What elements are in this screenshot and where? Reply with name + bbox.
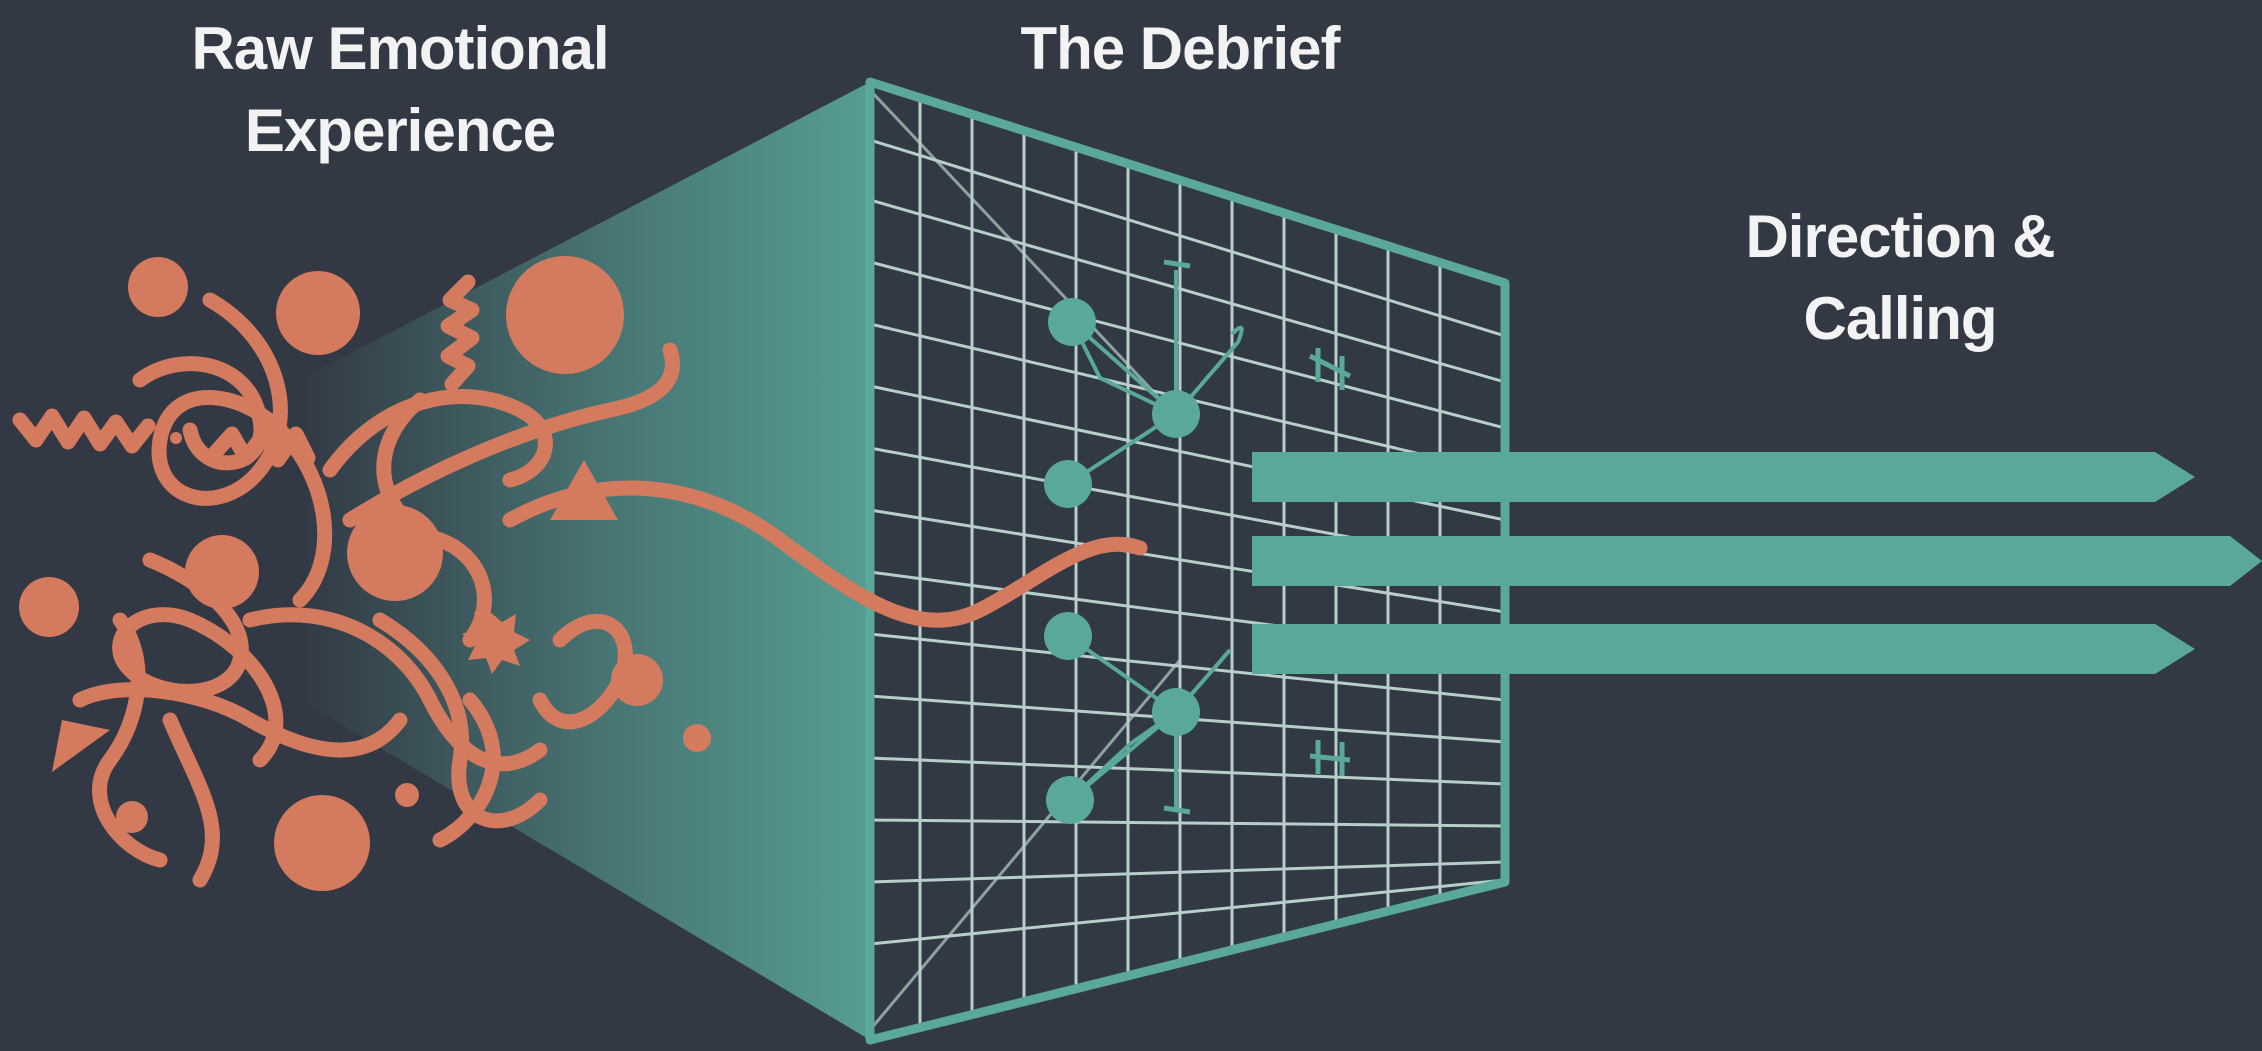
label-the-debrief: The Debrief	[880, 8, 1480, 90]
label-direction-calling: Direction & Calling	[1600, 196, 2200, 360]
label-raw-emotional-experience: Raw Emotional Experience	[100, 8, 700, 172]
grid-node	[1152, 390, 1200, 438]
chaos-line	[322, 389, 553, 488]
direction-arrow-top	[1252, 452, 2195, 502]
chaos-circle	[170, 432, 182, 444]
chaos-line	[376, 392, 492, 648]
grid-node	[1044, 612, 1092, 660]
chaos-line	[72, 682, 408, 758]
grid-ticks	[1163, 259, 1352, 815]
chaos-circle	[274, 795, 370, 891]
grid-node	[1044, 460, 1092, 508]
chaos-circle	[683, 724, 711, 752]
label-direction-line2: Calling	[1803, 285, 1997, 352]
chaos-circle	[506, 256, 624, 374]
chaos-line	[151, 292, 333, 608]
chaos-line	[342, 342, 680, 528]
grid-node	[1048, 298, 1096, 346]
chaos-squiggle	[12, 408, 156, 454]
direction-arrows	[1252, 452, 2262, 674]
label-raw-line1: Raw Emotional	[191, 15, 609, 82]
chaos-circle	[128, 257, 188, 317]
chaos-line	[372, 612, 548, 829]
chaos-line	[112, 552, 284, 768]
chaos-line	[532, 614, 633, 730]
label-direction-line1: Direction &	[1745, 203, 2055, 270]
chaos-cluster	[12, 256, 1148, 891]
chaos-circle	[116, 801, 148, 833]
grid-node	[1152, 688, 1200, 736]
chaos-triangle	[52, 720, 110, 772]
direction-arrow-middle	[1252, 536, 2262, 586]
chaos-line	[132, 356, 269, 471]
chaos-circle	[19, 577, 79, 637]
chaos-thread-to-grid	[502, 480, 1148, 628]
grid-node	[1046, 776, 1094, 824]
chaos-circle	[276, 271, 360, 355]
label-raw-line2: Experience	[244, 97, 556, 164]
chaos-squiggle	[440, 274, 480, 392]
chaos-line	[432, 692, 501, 848]
chaos-circle	[395, 783, 419, 807]
chaos-line	[92, 612, 168, 868]
label-debrief-text: The Debrief	[1020, 15, 1340, 82]
chaos-line	[162, 712, 220, 888]
direction-arrow-bottom	[1252, 624, 2195, 674]
